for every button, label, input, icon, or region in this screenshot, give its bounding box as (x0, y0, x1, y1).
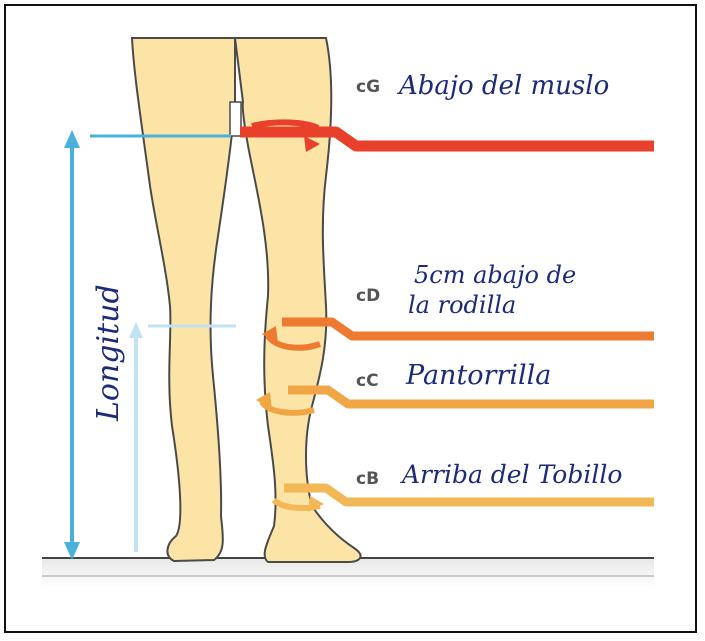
code-cC: cC (356, 371, 379, 391)
band-cB-line (284, 488, 654, 502)
length-label: Longitud (91, 284, 126, 422)
code-cB: cB (356, 469, 379, 489)
label-cD-line1: 5cm abajo de (414, 261, 576, 289)
label-cD-line2: la rodilla (408, 291, 516, 319)
length-arrow-head-top (64, 130, 80, 148)
knee-length-arrow-head-top (129, 322, 143, 338)
crotch-gap (230, 102, 241, 136)
leg-measurement-diagram: Longitud cG Abajo del muslo cD 5cm abajo… (6, 6, 699, 635)
left-leg (235, 38, 361, 562)
band-cD-line (282, 322, 654, 336)
label-cB: Arriba del Tobillo (400, 460, 622, 489)
label-cG: Abajo del muslo (397, 71, 609, 101)
diagram-frame: Longitud cG Abajo del muslo cD 5cm abajo… (4, 4, 697, 633)
code-cG: cG (356, 77, 380, 97)
measurement-band-cB: cB Arriba del Tobillo (274, 460, 654, 512)
label-cC: Pantorrilla (405, 360, 551, 391)
legs-illustration (132, 38, 361, 562)
band-cC-line (288, 390, 654, 404)
right-leg (132, 38, 235, 561)
code-cD: cD (356, 286, 380, 306)
